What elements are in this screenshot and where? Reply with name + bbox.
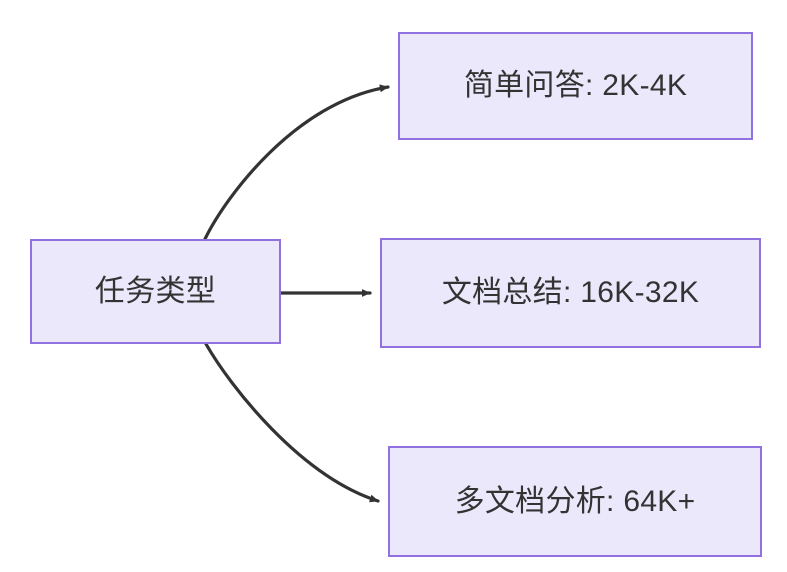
edge-root-to-task-3 (204, 342, 380, 503)
node-simple-qa-label: 简单问答: 2K-4K (463, 69, 688, 102)
node-task-type-label: 任务类型 (94, 274, 217, 308)
edge-root-to-task-1 (203, 84, 390, 241)
node-task-type[interactable]: 任务类型 (30, 239, 281, 344)
node-multi-document-analysis-label: 多文档分析: 64K+ (454, 484, 696, 518)
node-multi-document-analysis[interactable]: 多文档分析: 64K+ (388, 446, 762, 557)
node-simple-qa[interactable]: 简单问答: 2K-4K (398, 32, 753, 140)
node-document-summary[interactable]: 文档总结: 16K-32K (380, 238, 761, 348)
node-document-summary-label: 文档总结: 16K-32K (441, 276, 700, 309)
